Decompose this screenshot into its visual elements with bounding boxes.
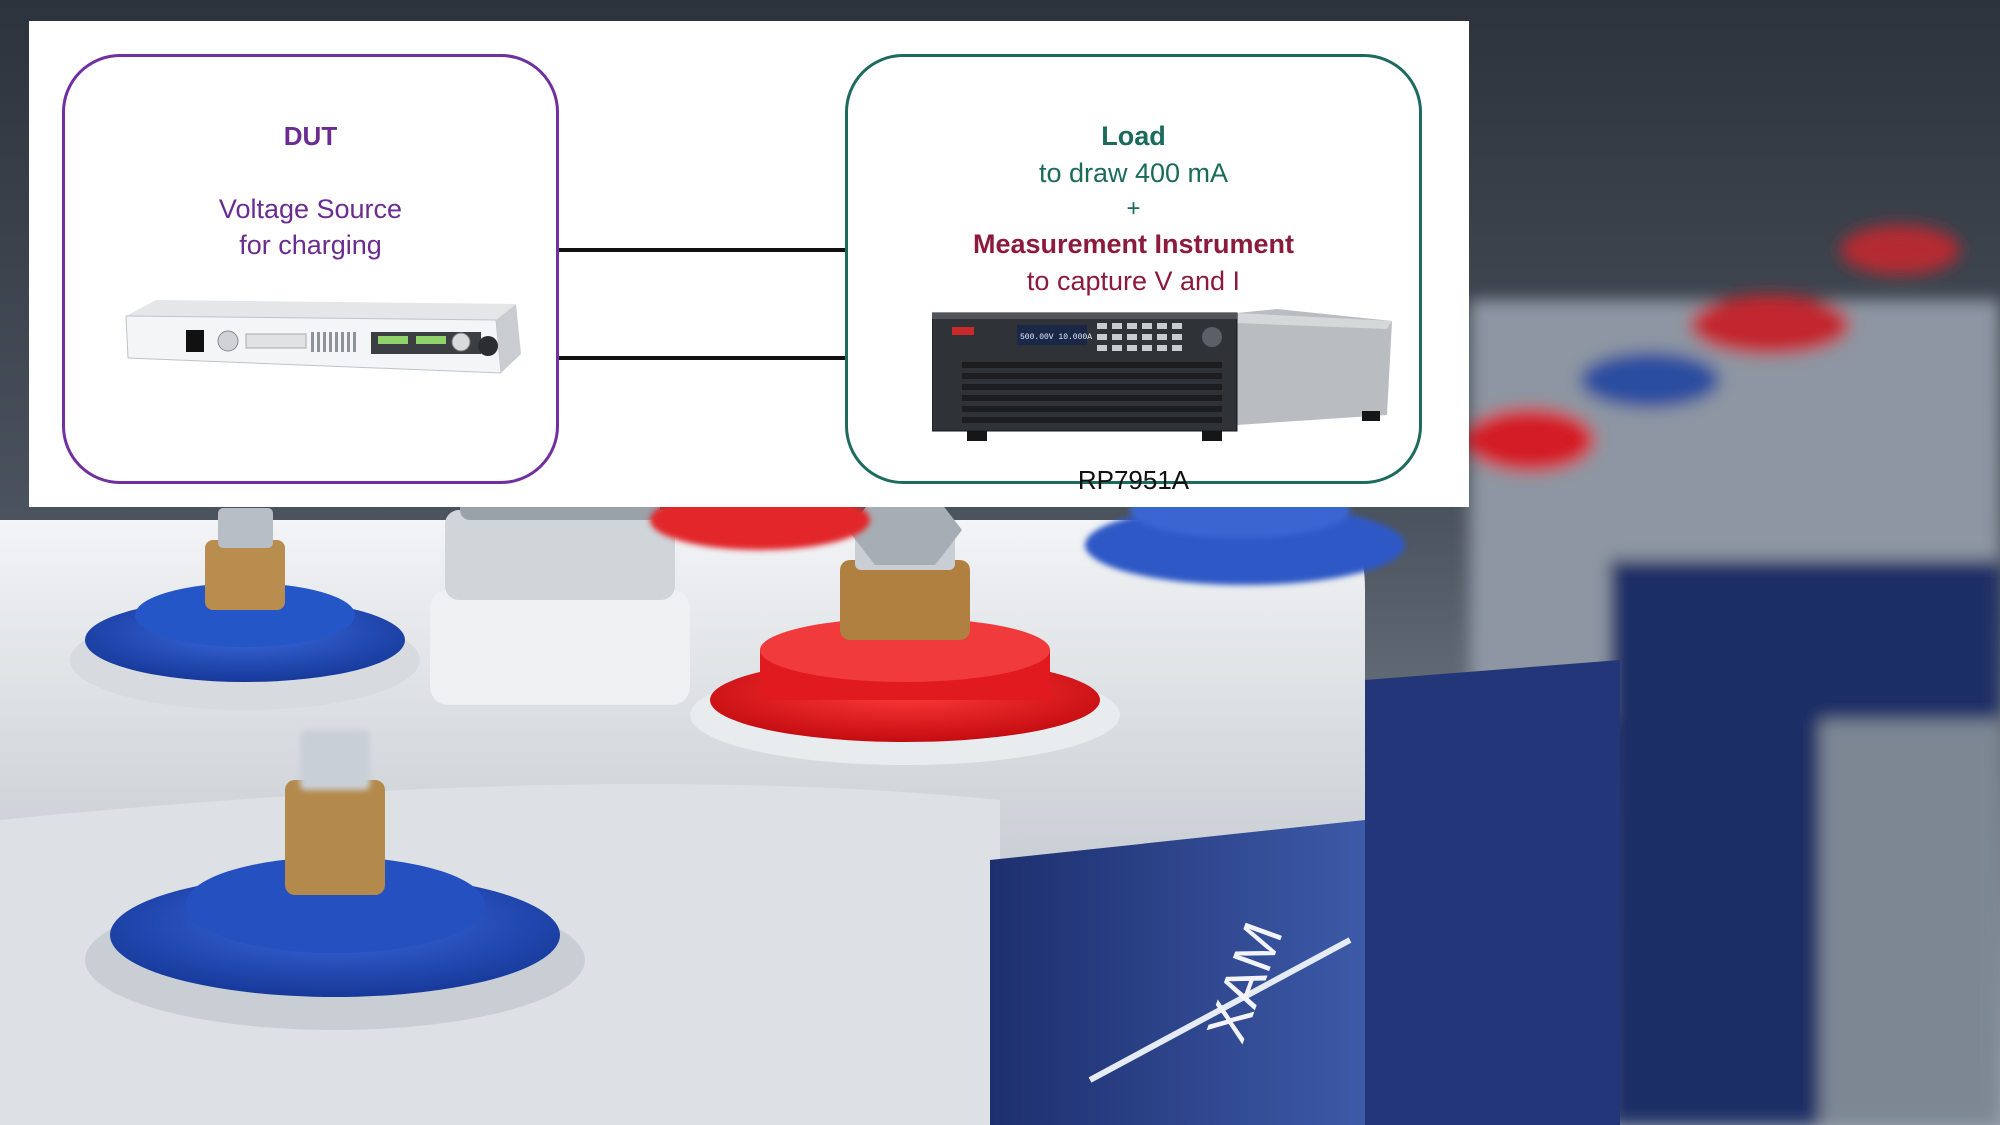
dut-description-line2: for charging — [239, 230, 382, 260]
rp7951a-instrument-image: 500.00V 10.000A — [932, 309, 1392, 441]
dut-description-line1: Voltage Source — [218, 194, 403, 224]
dut-title: DUT — [283, 121, 338, 151]
connection-wire-top — [559, 248, 845, 252]
connection-wire-bottom — [559, 356, 845, 360]
plus-sign: + — [1126, 195, 1141, 222]
load-description: to draw 400 mA — [1038, 158, 1229, 188]
measurement-description: to capture V and I — [1026, 266, 1241, 296]
load-title: Load — [1101, 121, 1166, 151]
power-supply-image — [125, 300, 521, 374]
instrument-model-label: RP7951A — [1077, 465, 1190, 495]
dut-box: DUT Voltage Source for charging — [62, 54, 559, 484]
test-setup-diagram: DUT Voltage Source for charging Load to … — [29, 21, 1469, 507]
load-box: Load to draw 400 mA + Measurement Instru… — [845, 54, 1422, 495]
instrument-display: 500.00V 10.000A — [1020, 333, 1092, 342]
measurement-title: Measurement Instrument — [972, 229, 1295, 259]
